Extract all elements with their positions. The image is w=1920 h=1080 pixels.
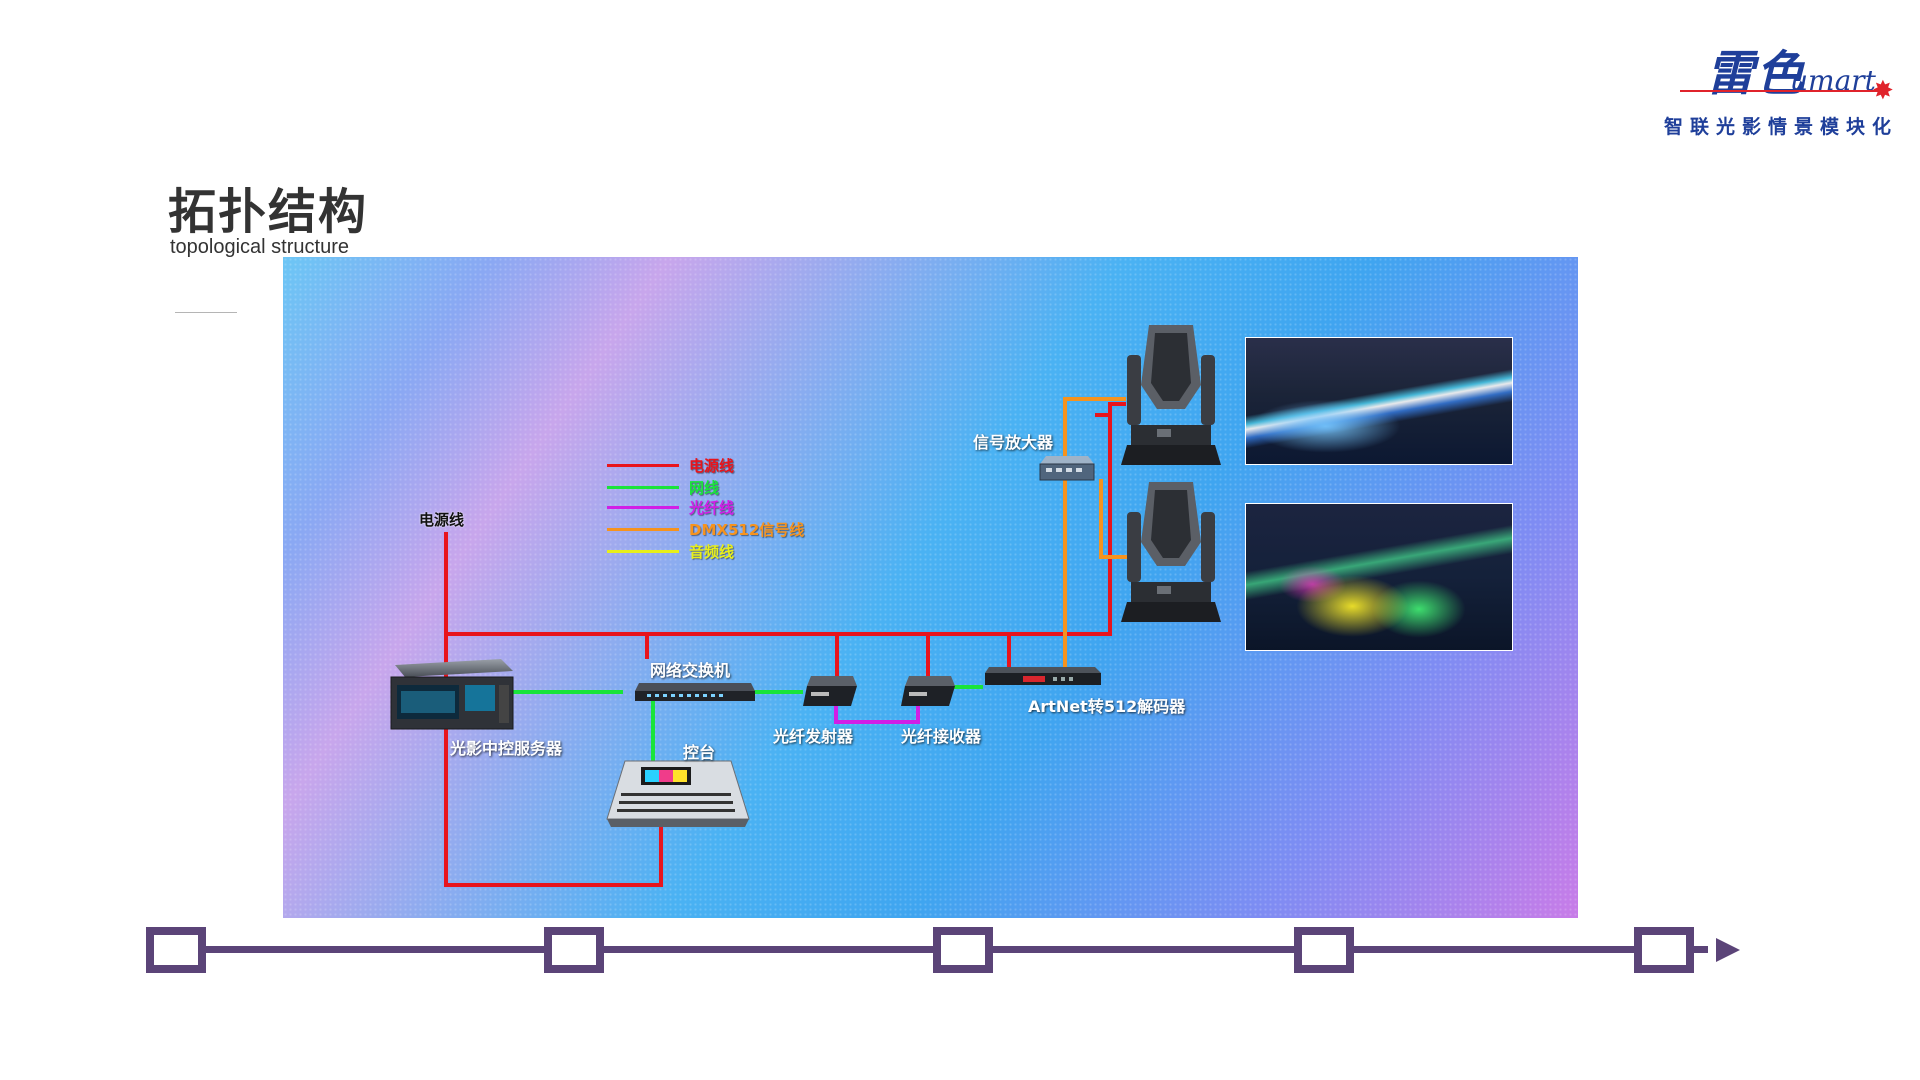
label-amplifier: 信号放大器 xyxy=(973,433,1054,452)
fiber-transmitter-icon xyxy=(803,676,857,706)
legend-label: 光纤线 xyxy=(689,499,735,517)
timeline-node xyxy=(544,927,604,973)
legend-label: 音频线 xyxy=(689,543,735,561)
logo-slogan: 智联光影情景模块化 xyxy=(1664,116,1899,138)
title-divider xyxy=(175,312,237,313)
dmx-line-decoder-amp xyxy=(1063,470,1091,669)
logo-brand-cn: 雷色 xyxy=(1706,46,1807,102)
timeline-arrow-icon xyxy=(1716,938,1740,962)
legend-swatch xyxy=(607,528,679,531)
power-line-server-console xyxy=(444,634,663,887)
label-decoder: ArtNet转512解码器 xyxy=(1028,697,1186,716)
legend-item: DMX512信号线 xyxy=(607,519,804,540)
legend-swatch xyxy=(607,464,679,467)
timeline-node xyxy=(1634,927,1694,973)
power-line-tag: 电源线 xyxy=(419,511,465,529)
power-line-main xyxy=(444,402,1126,636)
dmx-line-amp-fixture1 xyxy=(1063,397,1126,472)
dmx-lines xyxy=(1063,397,1128,669)
logo-underline xyxy=(1680,90,1880,92)
page-subtitle: topological structure xyxy=(170,236,349,258)
logo-star-icon: ✸ xyxy=(1872,76,1894,106)
moving-head-light-icon xyxy=(1121,325,1221,465)
fiber-receiver-icon xyxy=(901,676,955,706)
brand-logo: 雷色 umart ✸ 智联光影情景模块化 xyxy=(1660,28,1920,148)
timeline-node xyxy=(1294,927,1354,973)
fiber-line xyxy=(834,695,920,724)
legend-item: 光纤线 xyxy=(607,497,734,518)
legend-label: 网线 xyxy=(689,479,720,497)
network-switch-icon xyxy=(635,683,755,701)
media-server-icon xyxy=(390,659,514,730)
legend-swatch xyxy=(607,506,679,509)
lighting-effect-photo-2 xyxy=(1245,503,1513,651)
legend-item: 电源线 xyxy=(607,455,734,476)
page-title: 拓扑结构 xyxy=(168,184,369,240)
legend-label: 电源线 xyxy=(689,457,735,475)
label-fiber-tx: 光纤发射器 xyxy=(773,727,854,746)
label-fiber-rx: 光纤接收器 xyxy=(901,727,982,746)
legend-item: 音频线 xyxy=(607,541,734,562)
artnet-decoder-icon xyxy=(985,667,1101,685)
timeline-node xyxy=(146,927,206,973)
legend-label: DMX512信号线 xyxy=(689,521,805,539)
power-lines xyxy=(444,402,1126,887)
signal-amplifier-icon xyxy=(1039,456,1095,481)
legend-swatch xyxy=(607,550,679,553)
lighting-effect-photo-1 xyxy=(1245,337,1513,465)
dmx-line-amp-fixture2 xyxy=(1099,479,1128,559)
label-server: 光影中控服务器 xyxy=(450,739,563,758)
label-switch: 网络交换机 xyxy=(650,661,731,680)
logo-brand-en: umart xyxy=(1790,64,1876,97)
moving-head-light-icon-2 xyxy=(1121,482,1221,622)
lighting-console-icon xyxy=(606,760,750,827)
legend-item: 网线 xyxy=(607,477,719,498)
timeline-node xyxy=(933,927,993,973)
timeline-bar xyxy=(146,925,1756,975)
label-console: 控台 xyxy=(683,743,716,762)
legend-swatch xyxy=(607,486,679,489)
